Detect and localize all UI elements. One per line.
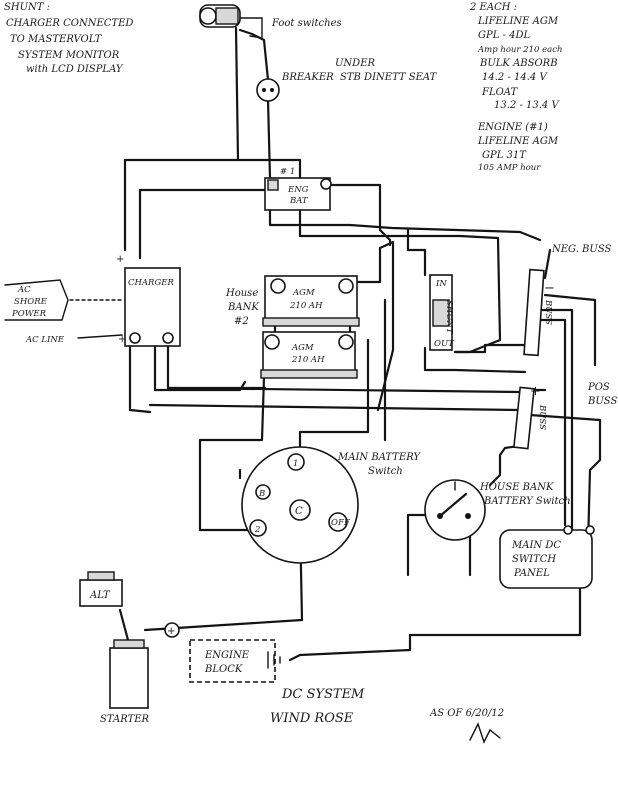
- breaker-label: BREAKER: [281, 72, 334, 83]
- switch-pos-1: 1: [293, 459, 298, 469]
- main-battery-switch-line-2: Switch: [368, 466, 403, 477]
- house-bank-switch-line-2: BATTERY Switch: [483, 496, 571, 507]
- note-tl-4: SYSTEM MONITOR: [18, 50, 120, 61]
- charger-plus: +: [116, 254, 124, 265]
- shunt-out: OUT: [434, 339, 455, 349]
- shunt-label: SHUNT: [444, 300, 454, 335]
- battery-top-label-1: AGM: [292, 288, 315, 298]
- charger-plus-bottom: +: [118, 334, 126, 345]
- ac-shore-line-1: AC: [17, 285, 31, 295]
- note-tl-2: CHARGER CONNECTED: [6, 18, 133, 29]
- foot-switches-label: Foot switches: [271, 18, 342, 29]
- ac-shore-power: AC SHORE POWER AC LINE: [4, 279, 123, 345]
- switch-pos-b: B: [258, 489, 265, 499]
- breaker-location-line-2: STB DINETT SEAT: [340, 72, 438, 83]
- engine-battery-label-2: BAT: [289, 196, 309, 206]
- ac-shore-line-3: POWER: [11, 309, 47, 319]
- alt-label: ALT: [89, 590, 111, 601]
- battery-bottom: AGM 210 AH: [260, 331, 358, 379]
- main-dc-panel-line-3: PANEL: [513, 568, 550, 579]
- house-bank-line-1: House: [225, 288, 258, 299]
- shunt-in: IN: [435, 279, 447, 289]
- title-line-1: DC SYSTEM: [281, 687, 365, 702]
- top-right-notes: 2 EACH : LIFELINE AGM GPL - 4DL Amp hour…: [469, 2, 562, 111]
- neg-buss-minus: −: [544, 281, 555, 296]
- title-line-2: WIND ROSE: [270, 711, 354, 726]
- note-tr-3: GPL - 4DL: [478, 30, 530, 41]
- top-left-notes: SHUNT : CHARGER CONNECTED TO MASTERVOLT …: [4, 2, 133, 75]
- note-tr-2: LIFELINE AGM: [477, 16, 559, 27]
- engine-block: ENGINE BLOCK: [189, 639, 281, 683]
- engine-battery: # 1 ENG BAT: [264, 167, 332, 211]
- pos-buss-title-2: BUSS: [587, 396, 617, 407]
- note-eng-1: ENGINE (#1): [477, 122, 548, 133]
- title-date: AS OF 6/20/12: [429, 708, 504, 719]
- house-bank-line-3: #2: [234, 316, 249, 327]
- pos-buss-plus: +: [530, 384, 541, 399]
- main-dc-panel-line-1: MAIN DC: [511, 540, 561, 551]
- switch-pos-c: C: [295, 506, 303, 517]
- ac-line-label: AC LINE: [25, 335, 65, 345]
- engine-battery-notes: ENGINE (#1) LIFELINE AGM GPL 31T 105 AMP…: [477, 122, 559, 173]
- pos-buss-title-1: POS: [587, 382, 610, 393]
- charger-label: CHARGER: [128, 278, 174, 288]
- foot-switch-icon: [199, 4, 263, 39]
- main-battery-switch-line-1: MAIN BATTERY: [337, 452, 421, 463]
- note-tl-3: TO MASTERVOLT: [10, 34, 103, 45]
- battery-bottom-label-1: AGM: [291, 343, 314, 353]
- shunt: IN SHUNT OUT: [429, 274, 455, 351]
- neg-buss-title: NEG. BUSS: [551, 244, 611, 255]
- house-bank-switch-line-1: HOUSE BANK: [479, 482, 554, 493]
- engine-battery-number: # 1: [280, 167, 295, 177]
- note-eng-4: 105 AMP hour: [478, 163, 541, 173]
- switch-pos-2: 2: [254, 525, 260, 535]
- note-tr-4: Amp hour 210 each: [477, 45, 562, 55]
- main-dc-panel: MAIN DC SWITCH PANEL: [499, 525, 595, 589]
- title-block: DC SYSTEM WIND ROSE AS OF 6/20/12: [270, 687, 504, 744]
- alternator: ALT: [79, 571, 123, 607]
- note-eng-2: LIFELINE AGM: [477, 136, 559, 147]
- main-battery-switch: 1 B C 2 OFF: [241, 446, 359, 564]
- note-tr-8: 13.2 - 13.4 V: [494, 100, 560, 111]
- battery-bottom-label-2: 210 AH: [291, 355, 325, 365]
- starter: STARTER +: [100, 622, 180, 725]
- note-tr-1: 2 EACH :: [469, 2, 517, 13]
- charger: CHARGER + +: [116, 254, 181, 347]
- pos-buss-label: BUSS: [537, 404, 547, 430]
- breaker-icon: [256, 78, 280, 102]
- note-tl-1: SHUNT :: [4, 2, 50, 13]
- note-tr-5: BULK ABSORB: [479, 58, 558, 69]
- starter-label: STARTER: [100, 714, 150, 725]
- engine-block-line-1: ENGINE: [204, 650, 250, 661]
- neg-buss: NEG. BUSS BUSS −: [523, 244, 611, 357]
- engine-block-line-2: BLOCK: [204, 664, 243, 675]
- house-bank-switch: [424, 479, 486, 541]
- pos-buss: + BUSS POS BUSS: [513, 382, 617, 450]
- battery-top-label-2: 210 AH: [289, 301, 323, 311]
- signature-icon: [469, 722, 501, 744]
- starter-plus: +: [167, 626, 175, 637]
- note-tl-5: with LCD DISPLAY: [26, 64, 124, 75]
- switch-pos-off: OFF: [331, 518, 351, 528]
- main-dc-panel-line-2: SWITCH: [512, 554, 556, 565]
- engine-battery-label-1: ENG: [287, 185, 309, 195]
- house-bank-line-2: BANK: [227, 302, 259, 313]
- note-tr-7: FLOAT: [481, 87, 518, 98]
- note-eng-3: GPL 31T: [482, 150, 527, 161]
- breaker-location-line-1: UNDER: [335, 58, 375, 69]
- ac-shore-line-2: SHORE: [14, 297, 48, 307]
- note-tr-6: 14.2 - 14.4 V: [482, 72, 548, 83]
- battery-top: AGM 210 AH: [262, 275, 360, 327]
- neg-buss-label: BUSS: [543, 299, 553, 325]
